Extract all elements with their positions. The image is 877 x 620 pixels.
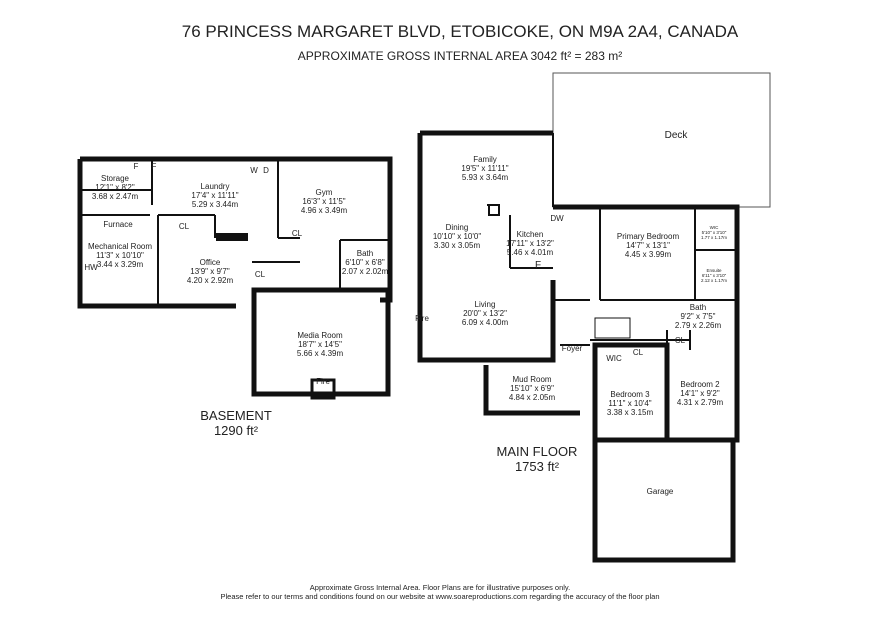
closet-label: CL [254, 270, 266, 279]
basement-partitions [80, 159, 390, 306]
main-partitions [487, 133, 737, 440]
fixture-f: F [151, 162, 157, 171]
fixture-hot-water: HW [84, 263, 98, 272]
closet-label: CL [291, 229, 303, 238]
closet-label: CL [674, 336, 686, 345]
closet-label: CL [178, 222, 190, 231]
foyer-label: Foyer [561, 344, 583, 353]
fireplace-label: Fire [316, 377, 330, 386]
gross-area: APPROXIMATE GROSS INTERNAL AREA 3042 ft²… [297, 49, 623, 63]
disclaimer: Approximate Gross Internal Area. Floor P… [220, 583, 660, 601]
fixture-dryer: D [263, 166, 269, 175]
fireplace-label: Fire [415, 314, 429, 323]
deck-outline [552, 72, 771, 208]
fixture-f: F [133, 162, 139, 171]
closet-label: CL [632, 348, 644, 357]
main-walls [417, 130, 740, 563]
fixture-dishwasher: DW [550, 214, 564, 223]
property-address: 76 PRINCESS MARGARET BLVD, ETOBICOKE, ON… [181, 22, 739, 41]
room-deck: Deck [664, 130, 688, 141]
room-garage: Garage [646, 487, 674, 496]
wic-label: WIC [606, 354, 622, 363]
basement-walls [77, 156, 393, 400]
fixture-fridge: F [534, 260, 542, 271]
fixture-furnace: Furnace [103, 220, 133, 229]
fixture-washer: W [250, 166, 258, 175]
